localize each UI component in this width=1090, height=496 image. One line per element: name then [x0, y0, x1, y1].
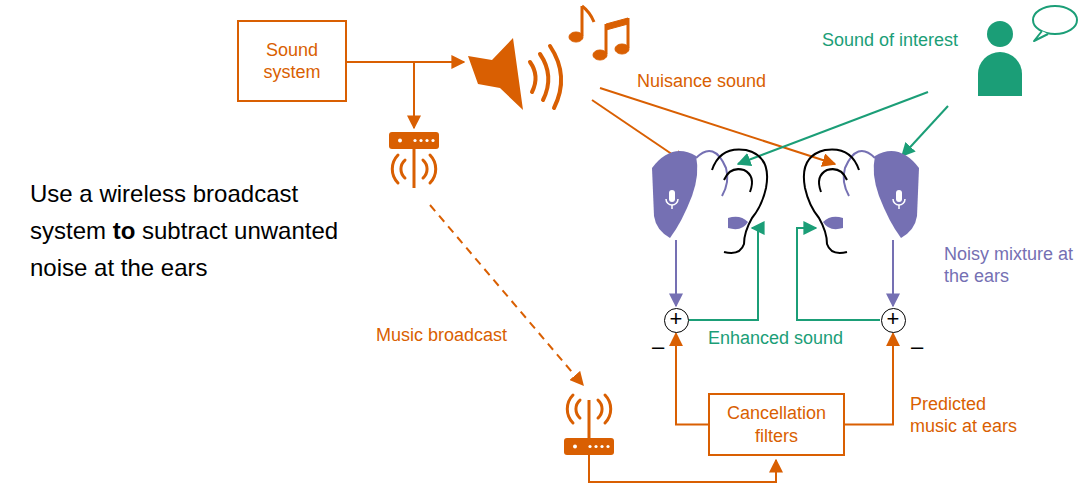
signal-label: Music broadcast: [376, 325, 526, 347]
filter-box: Cancellation filters: [708, 393, 845, 456]
enhanced-paths: [689, 228, 880, 320]
signal-label: Nuisance sound: [637, 71, 797, 93]
signal-label: Predicted music at ears: [910, 394, 1028, 437]
emphasis: to: [113, 217, 136, 244]
left-hearing-aid: [652, 149, 767, 306]
signal-label: Noisy mixture at the ears: [944, 244, 1079, 287]
node-text: +: [887, 308, 900, 330]
sign-mark: –: [911, 334, 927, 360]
talker: [978, 6, 1077, 96]
node-text: +: [670, 308, 683, 330]
headline-note: Use a wireless broadcast system to subtr…: [30, 175, 348, 287]
right-hearing-aid: [804, 149, 919, 306]
signal-connector: [676, 334, 708, 425]
broadcast-link: [430, 205, 583, 385]
node-text: Cancellation filters: [720, 402, 833, 447]
loudspeaker: [468, 38, 561, 110]
system-box: Sound system: [237, 20, 347, 102]
signal-connector: [845, 334, 893, 425]
broadcast-router: [389, 132, 439, 188]
signal-label: Sound of interest: [822, 30, 992, 52]
speech-paths: [738, 92, 948, 164]
summing-junction: +: [664, 308, 689, 333]
music-notes: [569, 6, 629, 60]
summing-junction: +: [881, 308, 906, 333]
sign-mark: –: [652, 334, 668, 360]
signal-label: Enhanced sound: [708, 328, 858, 350]
node-text: Sound system: [249, 39, 335, 84]
